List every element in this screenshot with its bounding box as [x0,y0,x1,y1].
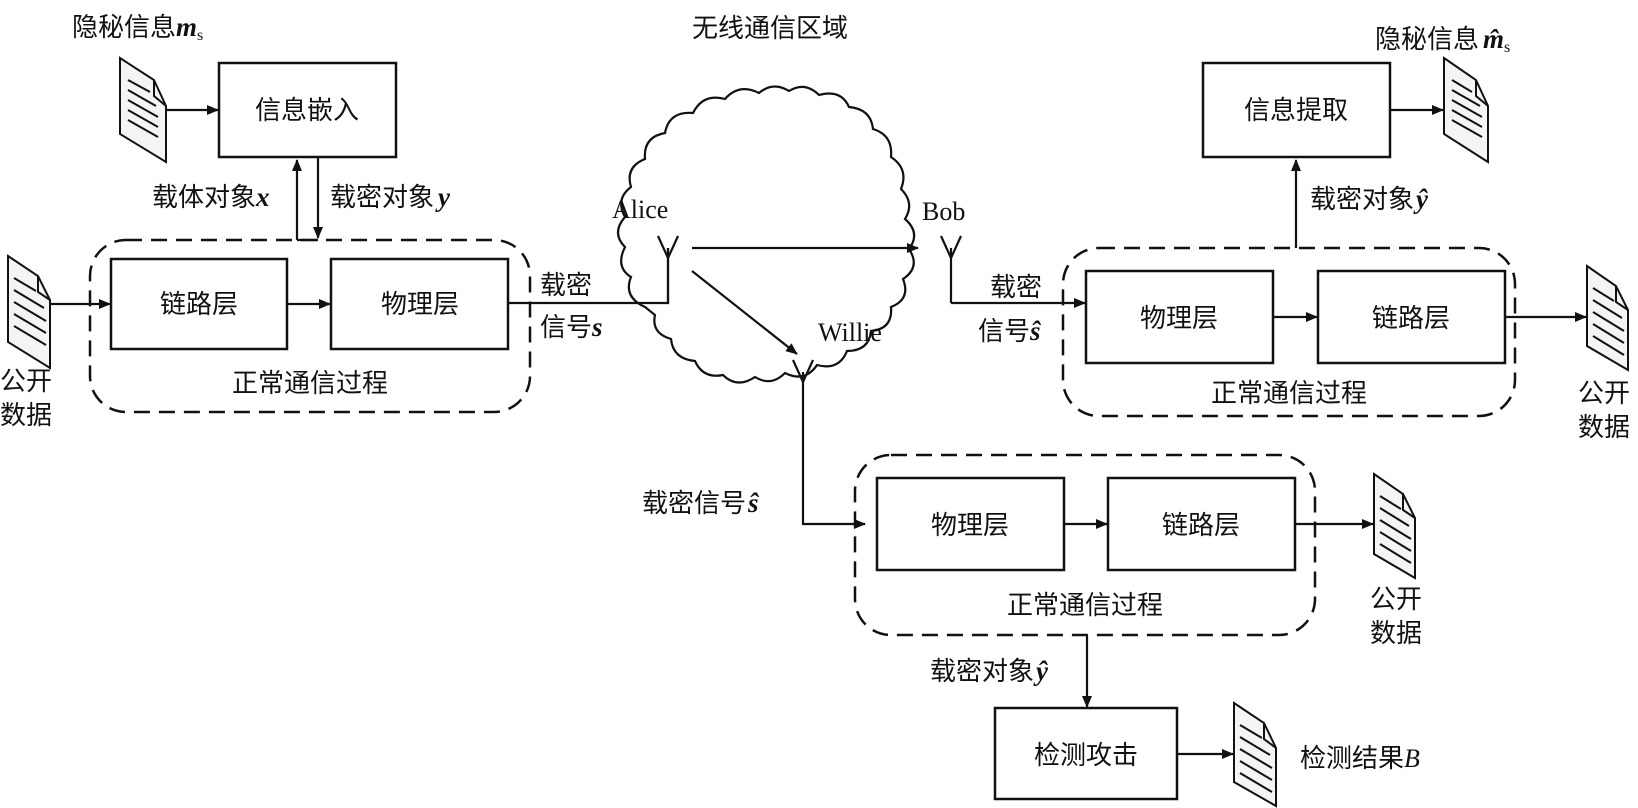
sender-signal-label-2: 信号s [540,312,603,343]
receiver-stego-label: 载密对象ŷ [1310,184,1429,215]
receiver-phy-layer-box [1084,269,1275,365]
sender-public-data-label-1: 公开 [0,367,52,397]
detect-attack-box [993,706,1179,801]
receiver-process-group [1061,246,1517,418]
warden-public-data-label-2: 数据 [1370,619,1422,649]
receiver-phy-layer-label: 物理层 [1140,304,1218,334]
detect-attack-label: 检测攻击 [1034,741,1138,771]
sender-public-data-label-2: 数据 [0,401,52,431]
warden-stego-label: 载密对象ŷ [930,656,1049,687]
extract-box [1201,61,1392,159]
sender-signal-label-1: 载密 [540,271,592,301]
embed-box [217,61,398,159]
warden-process-group [853,453,1317,637]
sender-process-group [88,238,532,414]
bob-antenna-icon [939,235,963,303]
warden-phy-layer-box [875,476,1066,572]
warden-link-layer-label: 链路层 [1162,511,1240,541]
receiver-public-data-label-2: 数据 [1578,413,1630,443]
receiver-public-data-document-icon [1586,264,1629,372]
alice-label: Alice [612,195,668,224]
receiver-secret-document-icon [1443,56,1489,164]
sender-link-layer-label: 链路层 [160,290,238,320]
cover-object-label: 载体对象x [152,182,270,213]
receiver-process-label: 正常通信过程 [1211,379,1367,409]
detection-result-document-icon [1233,701,1277,808]
embed-box-label: 信息嵌入 [255,96,359,126]
sender-secret-label: 隐秘信息ms [72,12,203,44]
bob-label: Bob [922,197,965,226]
warden-public-data-document-icon [1373,472,1416,580]
arrow-alice-to-willie [691,270,798,355]
wireless-region-title: 无线通信区域 [692,14,848,44]
sender-phy-layer-label: 物理层 [381,290,459,320]
willie-label: Willie [818,318,882,347]
detection-result-label: 检测结果B [1300,744,1420,774]
warden-phy-layer-label: 物理层 [931,511,1009,541]
warden-signal-line [801,420,866,529]
receiver-link-layer-label: 链路层 [1372,304,1450,334]
warden-signal-label: 载密信号ŝ [642,488,759,519]
sender-link-layer-box [109,257,289,351]
wireless-cloud [616,85,916,384]
warden-process-label: 正常通信过程 [1007,591,1163,621]
extract-box-label: 信息提取 [1244,96,1348,126]
sender-process-label: 正常通信过程 [232,369,388,399]
alice-antenna-icon [656,235,680,303]
willie-antenna-icon [791,359,815,420]
receiver-signal-label-1: 载密 [990,273,1042,303]
receiver-public-data-label-1: 公开 [1578,379,1630,409]
sender-secret-document-icon [119,56,167,164]
warden-public-data-label-1: 公开 [1370,585,1422,615]
sender-phy-layer-box [329,257,510,351]
receiver-signal-label-2: 信号ŝ [978,316,1041,347]
sender-public-data-document-icon [7,254,51,370]
